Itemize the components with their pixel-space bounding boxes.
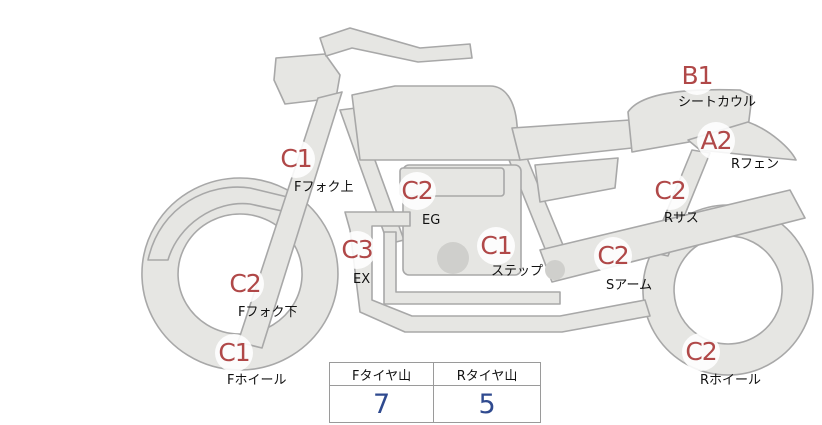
part-label-f-wheel: Fホイール	[227, 373, 287, 388]
handlebar-shape	[319, 27, 473, 63]
grade-badge-exhaust: C3	[338, 231, 376, 269]
part-label-f-fork-upper: Fフォク上	[294, 180, 354, 195]
grade-badge-seat-cowl: B1	[678, 57, 716, 95]
tire-tread-value-front: 7	[328, 385, 435, 423]
part-label-step: ステップ	[491, 264, 544, 279]
tire-tread-header-rear: Rタイヤ山	[433, 362, 541, 386]
fuel-tank-shape	[351, 85, 521, 161]
part-label-seat-cowl: シートカウル	[678, 95, 757, 110]
front-fork-shape	[237, 91, 343, 349]
grade-badge-f-fork-upper: C1	[277, 140, 315, 178]
tire-tread-table: Fタイヤ山 Rタイヤ山 7 5	[328, 362, 541, 423]
grade-badge-f-wheel: C1	[215, 334, 253, 372]
grade-badge-step: C1	[477, 227, 515, 265]
part-label-r-suspension: Rサス	[664, 211, 699, 226]
grade-badge-engine: C2	[398, 172, 436, 210]
part-label-swingarm: Sアーム	[606, 278, 653, 293]
tire-tread-value-rear: 5	[433, 385, 541, 423]
part-label-engine: EG	[422, 213, 441, 228]
grade-badge-r-suspension: C2	[651, 172, 689, 210]
tire-tread-header-row: Fタイヤ山 Rタイヤ山	[328, 362, 541, 386]
seat-shape	[511, 119, 633, 161]
engine-cover-shape	[437, 242, 469, 274]
tire-tread-header-front: Fタイヤ山	[328, 362, 435, 386]
exhaust-shape	[344, 211, 651, 333]
part-label-r-fender: Rフェン	[731, 157, 780, 172]
footpeg-shape	[545, 260, 565, 280]
part-label-f-fork-lower: Fフォク下	[238, 305, 298, 320]
grade-badge-r-wheel: C2	[682, 333, 720, 371]
part-label-r-wheel: Rホイール	[700, 373, 762, 388]
tire-tread-value-row: 7 5	[328, 385, 541, 423]
grade-badge-r-fender: A2	[697, 122, 735, 160]
part-label-exhaust: EX	[353, 272, 371, 287]
side-cover-shape	[534, 157, 619, 203]
grade-badge-swingarm: C2	[594, 237, 632, 275]
exhaust-header-shape	[383, 231, 561, 305]
grade-badge-f-fork-lower: C2	[226, 265, 264, 303]
